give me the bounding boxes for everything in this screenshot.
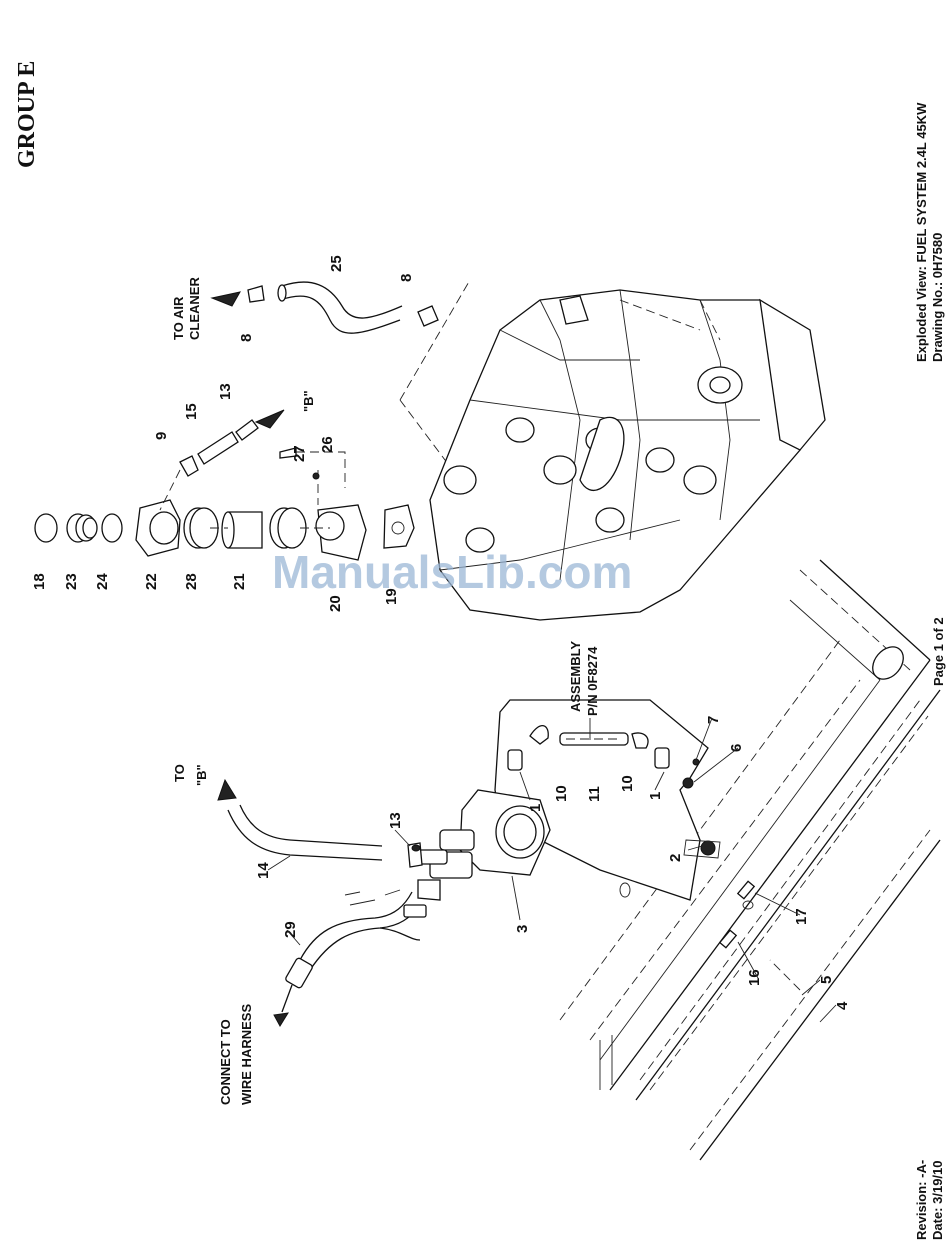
hose-25 [212,280,470,480]
part-number: 10 [553,785,570,802]
connect-label-1: CONNECT TO [218,1019,233,1105]
part-number: 13 [217,383,234,400]
part-number: 11 [586,786,603,802]
group-title: GROUP E [14,61,40,168]
drawing-number: Drawing No.: 0H7580 [930,233,945,362]
part-number: 14 [255,862,272,879]
part-number: 13 [387,812,404,829]
part-number: 6 [728,744,745,752]
page-indicator: Page 1 of 2 [931,617,946,686]
hose-14 [218,780,382,860]
part-number: 26 [319,436,336,453]
to-b-label-1: TO [172,764,187,782]
wire-harness-29 [274,890,426,1026]
part-number: 5 [818,976,835,984]
to-air-label-2: CLEANER [187,277,202,340]
part-number: 10 [619,775,636,792]
date-label: Date: 3/19/10 [930,1161,945,1241]
part-number: 23 [63,573,80,590]
part-number: 15 [183,403,200,420]
part-number: 25 [328,255,345,272]
part-number: 27 [291,445,308,462]
part-number: 28 [183,573,200,590]
part-number: 21 [231,573,248,590]
to-air-label-1: TO AIR [171,296,186,340]
watermark: ManualsLib.com [272,546,632,598]
clamp-13-lower [408,843,422,867]
part-number: 3 [514,925,531,933]
part-number: 9 [153,432,170,440]
part-number: 1 [647,792,664,800]
part-number: 8 [238,334,255,342]
part-number: 8 [398,274,415,282]
assembly-label-1: ASSEMBLY [568,641,583,712]
part-number: 2 [667,854,684,862]
part-number: 18 [31,573,48,590]
part-number: 20 [327,595,344,612]
part-number: 7 [705,716,722,724]
part-number: 1 [527,804,544,812]
part-number: 4 [834,1001,851,1010]
part-number: 22 [143,573,160,590]
b-marker: "B" [301,390,316,412]
assembly-label-2: P/N 0F8274 [585,646,600,716]
part-number: 17 [793,908,810,925]
exploded-view-title: Exploded View: FUEL SYSTEM 2.4L 45KW [914,102,929,362]
part-number: 19 [383,588,400,605]
revision-label: Revision: -A- [914,1160,929,1240]
fitting-9-15-13 [180,410,345,505]
part-number: 24 [94,573,111,590]
to-b-label-2: "B" [194,764,209,786]
part-number: 29 [282,921,299,938]
connect-label-2: WIRE HARNESS [239,1004,254,1105]
